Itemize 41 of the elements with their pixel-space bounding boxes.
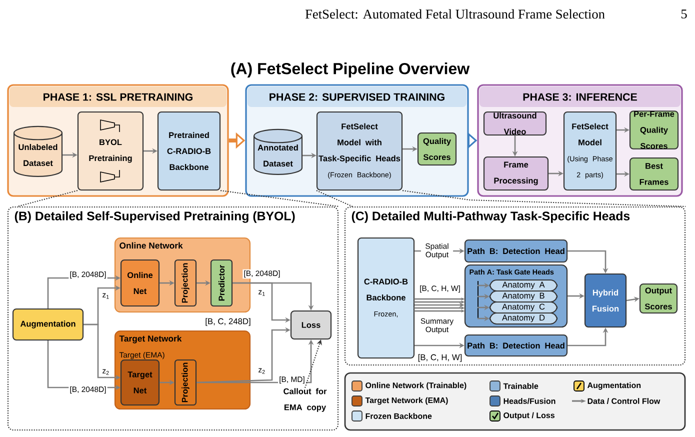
projection-box: Projection [174,359,197,406]
augmentation-box: Augmentation [12,308,84,341]
head-box: Path B: Detection Head [464,239,568,263]
legend-label: Augmentation [587,382,641,390]
head-box: Path B: Detection Head [464,334,568,357]
page-number: 5 [681,10,687,18]
fusion-box: Hybrid Fusion [584,273,627,328]
connector [220,190,339,207]
connector [402,190,686,207]
legend-label: Target Network (EMA) [365,397,448,405]
legend-label: Heads/Fusion [504,398,556,404]
output-box: Best Frames [629,157,679,191]
dataset-cylinder: Unlabeled Dataset [13,126,63,177]
anatomy-box: Anatomy D [489,312,558,325]
loss-box: Loss [290,310,332,340]
anatomy-box: Anatomy B [489,290,558,303]
legend-label: Frozen Backbone [366,413,432,419]
legend-label: Data / Control Flow [588,398,660,404]
process-box: BYOL Pretraining [77,111,144,191]
legend-label: Output / Loss [504,412,554,420]
process-box: Frame Processing [483,156,549,191]
output-box: Per-Frame Quality Scores [629,110,679,150]
anatomy-box: Anatomy C [489,301,558,314]
diagram-title: (A) FetSelect Pipeline Overview [231,62,470,78]
backbone-box: Pretrained C-RADIO-B Backbone [157,111,221,191]
anatomy-box: Anatomy A [489,279,558,292]
network-box: Online Net [120,259,160,307]
legend-label: Trainable [503,383,538,389]
projection-box: Projection [174,259,197,307]
dataset-cylinder: Annotated Dataset [253,128,303,175]
network-box: Target Net [120,359,160,406]
output-box: Output Scores [639,283,678,314]
legend-label: Online Network (Trainable) [366,382,466,390]
callout-text: Callout for EMA copy [284,388,327,412]
output-box: Quality Scores [417,132,457,166]
predictor-box: Predictor [210,259,233,307]
connector [316,190,353,207]
dimension-label: [B, C, 248D] [206,318,250,326]
process-box: Ultrasound Video [483,111,547,136]
running-header: FetSelect: Automated Fetal Ultrasound Frame Selection [305,9,605,19]
dimension-label: [B, C, H, W] [418,354,462,362]
